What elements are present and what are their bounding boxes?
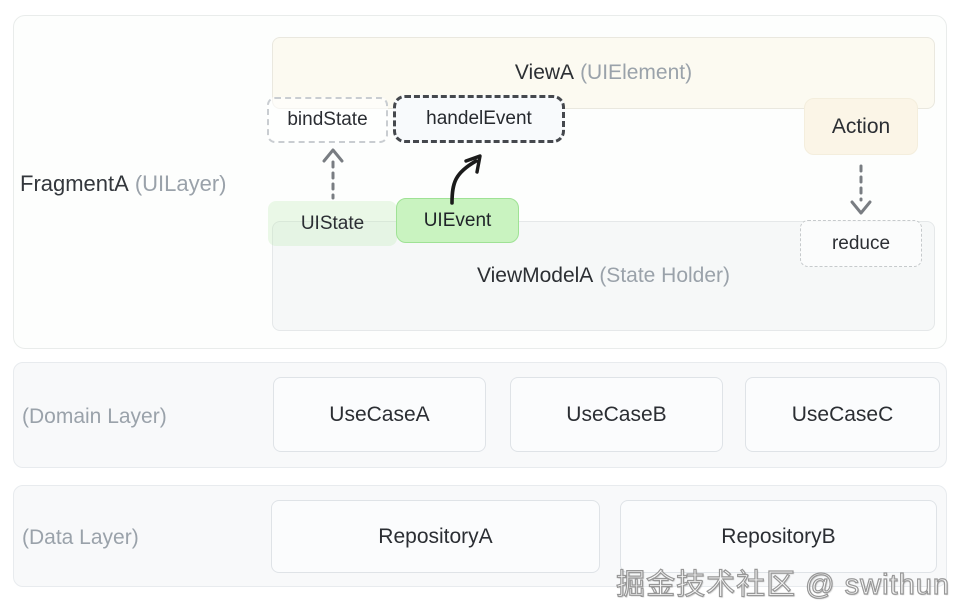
data-layer-label: (Data Layer) [22,526,139,549]
usecase-b-label: UseCaseB [566,402,667,426]
viewmodel-name: ViewModelA [476,264,594,287]
usecase-b-box: UseCaseB [510,377,723,452]
fragment-name: FragmentA [20,171,129,196]
repository-a-box: RepositoryA [271,500,600,573]
uievent-label: UIEvent [423,209,492,231]
usecase-a-box: UseCaseA [273,377,486,452]
usecase-c-label: UseCaseC [791,402,894,426]
fragment-sublabel: (UILayer) [134,171,227,196]
repository-b-label: RepositoryB [721,524,836,548]
uievent-chip: UIEvent [396,198,519,243]
repository-a-label: RepositoryA [378,524,493,548]
repository-b-box: RepositoryB [620,500,937,573]
watermark: 掘金技术社区 @ swithun [616,568,950,601]
view-name: ViewA [514,61,575,84]
view-sublabel: (UIElement) [580,61,693,84]
dashed-arrow-down-icon [850,164,872,215]
handelevent-label: handelEvent [426,108,532,129]
bindstate-box: bindState [267,97,388,143]
reduce-box: reduce [800,220,922,267]
uistate-chip: UIState [268,201,397,246]
fragment-label: FragmentA (UILayer) [20,160,227,208]
uistate-label: UIState [300,212,365,234]
handelevent-box: handelEvent [393,95,565,143]
usecase-a-label: UseCaseA [329,402,430,426]
usecase-c-box: UseCaseC [745,377,940,452]
bindstate-label: bindState [287,109,368,130]
domain-layer-label: (Domain Layer) [22,405,167,428]
action-label: Action [831,114,891,138]
viewmodel-sublabel: (State Holder) [599,264,731,287]
curved-arrow-icon [450,154,482,205]
action-box: Action [804,98,918,155]
dashed-arrow-up-icon [322,148,344,200]
reduce-label: reduce [831,232,891,254]
